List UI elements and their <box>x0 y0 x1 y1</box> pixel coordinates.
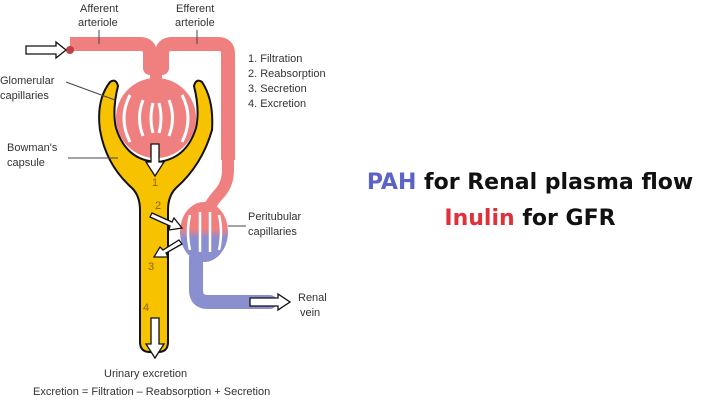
urinary-excretion-label: Urinary excretion <box>104 368 187 380</box>
inflow-arrow-icon <box>25 40 68 60</box>
pah-highlight: PAH <box>366 170 417 195</box>
step-number-3: 3 <box>148 261 154 273</box>
headline-pah: PAH for Renal plasma flow <box>340 170 720 195</box>
secretion-arrow-icon <box>152 239 183 258</box>
headline-inulin: Inulin for GFR <box>340 206 720 231</box>
peritubular-capillaries <box>180 202 277 309</box>
efferent-label-2: arteriole <box>175 17 215 29</box>
afferent-label-2: arteriole <box>78 17 118 29</box>
process-item: 4. Excretion <box>248 98 306 110</box>
reabsorption-arrow-icon <box>149 212 184 231</box>
step-number-1: 1 <box>152 177 158 189</box>
glomerular-leader-line <box>65 81 116 101</box>
peritubular-label-1: Peritubular <box>248 211 302 223</box>
step-number-2: 2 <box>155 200 161 212</box>
glomerulus <box>116 60 196 158</box>
afferent-label-1: Afferent <box>80 3 118 15</box>
peritubular-label-2: capillaries <box>248 226 297 238</box>
efferent-label-1: Efferent <box>176 3 214 15</box>
pah-rest: for Renal plasma flow <box>416 170 694 195</box>
excretion-equation: Excretion = Filtration – Reabsorption + … <box>33 386 270 398</box>
renal-vein-label-1: Renal <box>298 292 327 304</box>
afferent-arteriole <box>66 37 235 160</box>
process-item: 2. Reabsorption <box>248 68 326 80</box>
inflow-dot <box>66 46 74 54</box>
bowman-label-2: capsule <box>7 157 45 169</box>
process-item: 3. Secretion <box>248 83 307 95</box>
inulin-highlight: Inulin <box>444 206 515 231</box>
process-list: 1. Filtration 2. Reabsorption 3. Secreti… <box>248 53 326 110</box>
glomerular-label-2: capillaries <box>0 90 49 102</box>
process-item: 1. Filtration <box>248 53 302 65</box>
glomerular-label-1: Glomerular <box>0 75 55 87</box>
filtration-arrow-icon <box>144 143 166 178</box>
inulin-rest: for GFR <box>514 206 616 231</box>
bowman-label-1: Bowman's <box>7 142 58 154</box>
step-number-4: 4 <box>143 302 149 314</box>
renal-vein-arrow-icon <box>249 292 292 312</box>
renal-vein-label-2: vein <box>300 307 320 319</box>
excretion-arrow-icon <box>144 317 166 360</box>
